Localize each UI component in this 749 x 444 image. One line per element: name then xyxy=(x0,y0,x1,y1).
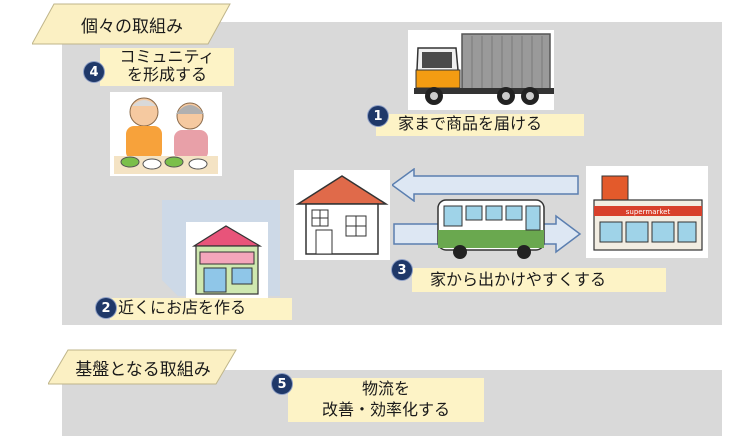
label-item-4: コミュニティ を形成する xyxy=(100,48,234,86)
label-item-5: 物流を 改善・効率化する xyxy=(288,378,484,422)
elderly-couple-dining-icon xyxy=(110,92,222,176)
section-header-individual: 個々の取組み xyxy=(32,2,232,46)
number-badge-4: 4 xyxy=(84,62,104,82)
number-badge-3: 3 xyxy=(392,260,412,280)
number-badge-5: 5 xyxy=(272,374,292,394)
section-title-foundation: 基盤となる取組み xyxy=(75,359,211,380)
label-item-5-line2: 改善・効率化する xyxy=(321,400,450,419)
label-item-3: 家から出かけやすくする xyxy=(412,268,666,292)
section-title-individual: 個々の取組み xyxy=(81,16,183,37)
house-icon xyxy=(294,170,390,260)
label-item-5-line1: 物流を xyxy=(361,379,410,398)
label-item-4-line1: コミュニティ xyxy=(119,47,215,66)
label-item-2-text: 近くにお店を作る xyxy=(118,298,247,317)
delivery-truck-icon xyxy=(408,30,554,110)
supermarket-sign: supermarket xyxy=(626,208,671,216)
bus-icon xyxy=(436,196,548,260)
number-badge-2: 2 xyxy=(96,298,116,318)
label-item-2: 近くにお店を作る xyxy=(110,298,292,320)
arrow-left xyxy=(390,167,582,203)
label-item-4-line2: を形成する xyxy=(126,65,207,84)
label-item-1-text: 家まで商品を届ける xyxy=(398,114,543,133)
number-badge-1: 1 xyxy=(368,106,388,126)
header-tab-shape xyxy=(32,3,231,45)
label-item-3-text: 家から出かけやすくする xyxy=(430,270,607,289)
supermarket-icon: supermarket xyxy=(586,166,708,258)
header-tab-shape xyxy=(48,349,237,385)
section-header-foundation: 基盤となる取組み xyxy=(48,348,238,386)
label-item-1: 家まで商品を届ける xyxy=(376,114,584,136)
small-shop-icon xyxy=(186,222,268,298)
